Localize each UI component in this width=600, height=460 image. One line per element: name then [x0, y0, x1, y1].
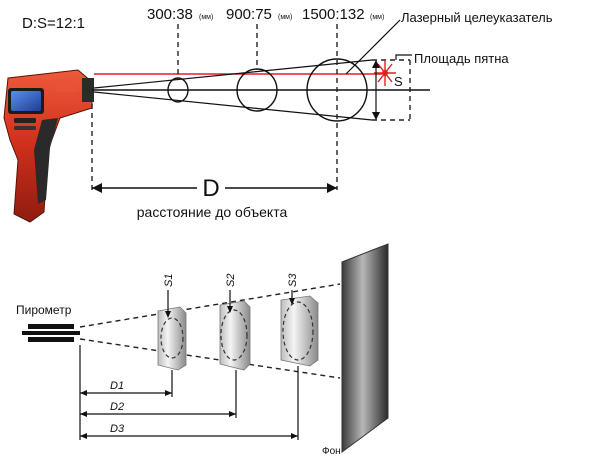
fov-upper-edge: [79, 283, 341, 328]
spot-area-label: Площадь пятна: [414, 51, 509, 66]
pyrometer-label: Пирометр: [16, 303, 72, 317]
distance-label: расстояние до объекта: [137, 204, 288, 220]
svg-text:900:75: 900:75: [226, 6, 272, 23]
ratio-label: D:S=12:1: [22, 15, 85, 32]
background-label: Фон: [322, 446, 341, 457]
laser-callout-line: [345, 19, 401, 75]
spot-label-2: 900:75 (мм): [226, 6, 292, 23]
svg-text:(мм): (мм): [278, 14, 292, 21]
spot-area-arrow: [395, 54, 412, 60]
d-label: D: [202, 175, 219, 202]
laser-pointer-label: Лазерный целеуказатель: [401, 10, 553, 25]
s1-label: S1: [163, 274, 175, 287]
d2-label: D2: [110, 401, 124, 413]
background-wall: [341, 243, 389, 453]
target-plate-1: [157, 306, 187, 371]
cone-lower-edge: [93, 91, 373, 121]
svg-text:(мм): (мм): [370, 14, 384, 21]
s-label: S: [394, 74, 403, 89]
pyrometer-device-icon: [22, 324, 80, 342]
spot-label-3: 1500:132 (мм): [302, 6, 384, 23]
s3-label: S3: [287, 273, 299, 287]
svg-text:(мм): (мм): [199, 14, 213, 21]
spot-circle-3: [306, 58, 368, 122]
spot-label-1: 300:38 (мм): [147, 6, 213, 23]
spot-circle-1: [167, 77, 189, 103]
target-plate-2: [219, 300, 251, 371]
fov-lower-edge: [79, 338, 341, 379]
svg-text:1500:132: 1500:132: [302, 6, 365, 23]
pyrometer-gun-image: [3, 69, 94, 223]
d1-label: D1: [110, 380, 124, 392]
s2-label: S2: [225, 274, 237, 287]
laser-spot-icon: [374, 61, 396, 86]
d3-label: D3: [110, 423, 125, 435]
svg-text:300:38: 300:38: [147, 6, 193, 23]
target-plate-3: [280, 295, 319, 367]
cone-upper-edge: [93, 59, 373, 89]
